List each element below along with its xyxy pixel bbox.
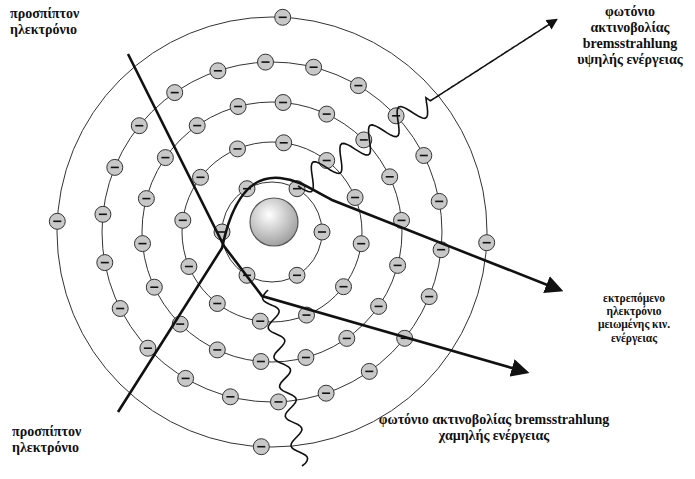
- electron-path: [118, 178, 560, 412]
- electron-symbol: [210, 63, 226, 79]
- electron-symbol: [112, 301, 128, 317]
- electron-symbol: [371, 298, 387, 314]
- electron-symbol: [97, 255, 113, 271]
- shell-ring: [102, 62, 442, 402]
- photon-wave: [263, 290, 308, 466]
- electron-symbol: [193, 169, 209, 185]
- electron-symbol: [157, 150, 173, 166]
- electron-symbol: [138, 191, 154, 207]
- electron-symbol: [253, 439, 269, 455]
- electron-symbol: [253, 354, 269, 370]
- electron-symbol: [421, 289, 437, 305]
- shell-ring: [222, 182, 322, 282]
- electron-symbol: [390, 257, 406, 273]
- electrons: [49, 9, 494, 454]
- electron-symbol: [131, 118, 147, 134]
- electron-symbol: [388, 108, 404, 124]
- electron-symbol: [347, 190, 363, 206]
- electron-symbol: [339, 330, 355, 346]
- electron-symbol: [416, 148, 432, 164]
- electron-symbol: [95, 206, 111, 222]
- electron-symbol: [298, 350, 314, 366]
- shell-ring: [57, 17, 487, 447]
- electron-path: [128, 54, 526, 372]
- electron-symbol: [258, 54, 274, 70]
- incident-electron-label: προσπίπτον ηλεκτρόνιο: [10, 6, 130, 38]
- electron-symbol: [319, 106, 335, 122]
- electron-symbol: [107, 159, 123, 175]
- electron-symbol: [275, 95, 291, 111]
- electron-symbol: [178, 370, 194, 386]
- electron-symbol: [209, 342, 225, 358]
- electron-symbol: [318, 385, 334, 401]
- electron-symbol: [431, 193, 447, 209]
- incident-electron-label: προσπίπτον ηλεκτρόνιο: [12, 424, 132, 456]
- electron-symbol: [271, 394, 287, 410]
- electron-symbol: [276, 135, 292, 151]
- electron-symbol: [189, 118, 205, 134]
- electron-symbol: [306, 59, 322, 75]
- electron-symbol: [479, 235, 495, 251]
- high-energy-photon-label: φωτόνιο ακτινοβολίας bremsstrahlung υψηλ…: [572, 4, 688, 68]
- shell-ring: [182, 142, 362, 322]
- electron-symbol: [336, 279, 352, 295]
- electron-symbol: [361, 363, 377, 379]
- electron-symbol: [146, 279, 162, 295]
- photon-wave: [298, 20, 556, 192]
- electron-symbol: [230, 141, 246, 157]
- electron-symbol: [175, 212, 191, 228]
- electron-symbol: [222, 389, 238, 405]
- electron-symbol: [289, 267, 305, 283]
- electron-symbol: [181, 259, 197, 275]
- electron-symbol: [314, 224, 330, 240]
- electron-symbol: [230, 99, 246, 115]
- electron-symbol: [135, 236, 151, 252]
- electron-symbol: [49, 213, 65, 229]
- electron-shells: [57, 17, 487, 447]
- nucleus: [250, 198, 298, 246]
- electron-symbol: [350, 78, 366, 94]
- electron-symbol: [167, 85, 183, 101]
- electron-symbol: [252, 313, 268, 329]
- low-energy-photon-label: φωτόνιο ακτινοβολίας bremsstrahlung χαμη…: [378, 412, 610, 444]
- deflected-electron-label: εκτρεπόμενο ηλεκτρόνιο μειωμένης κιν. εν…: [584, 292, 684, 345]
- shell-ring: [142, 102, 402, 362]
- electron-symbol: [275, 9, 291, 25]
- electron-symbol: [353, 236, 369, 252]
- electron-symbol: [319, 153, 335, 169]
- electron-symbol: [209, 296, 225, 312]
- electron-symbol: [382, 169, 398, 185]
